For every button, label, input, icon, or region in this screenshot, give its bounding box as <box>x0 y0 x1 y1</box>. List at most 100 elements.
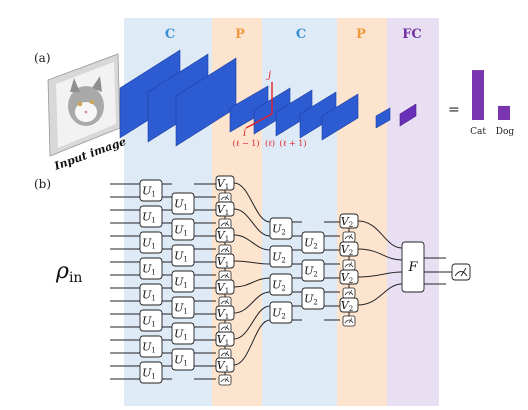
measure-icon-needle <box>220 194 230 201</box>
input-image <box>47 53 121 157</box>
v1-gate-box <box>215 279 235 295</box>
pool-label-1: P <box>235 27 245 42</box>
v2-gate: V2 <box>339 297 359 313</box>
measure-icon <box>218 218 232 230</box>
layer-index-cur: (ℓ) <box>265 139 275 148</box>
measure-icon-needle <box>220 350 230 357</box>
final-measure-needle <box>454 267 468 277</box>
pool-band-2 <box>337 18 387 406</box>
u1-gate-col1-box <box>139 257 163 280</box>
measure-icon <box>342 259 356 271</box>
axis-i: i <box>243 128 246 139</box>
u2-gate-col1-box <box>269 301 293 324</box>
u1-gate-col1-box <box>139 205 163 228</box>
measure-icon-box <box>218 348 232 360</box>
panel-label-a: (a) <box>34 51 51 65</box>
u1-gate-col2-box <box>171 296 195 319</box>
u1-gate-col1: U1 <box>139 361 163 384</box>
measure-icon <box>218 322 232 334</box>
measure-icon-box <box>218 322 232 334</box>
routing-wire <box>357 271 403 278</box>
v1-gate: V1 <box>215 279 235 295</box>
fc-gate-f-box <box>401 241 425 293</box>
axis-j: j <box>266 70 271 81</box>
u1-gate-col1-box <box>139 231 163 254</box>
measure-icon-box <box>342 315 356 327</box>
measure-icon-needle <box>220 324 230 331</box>
routing-wire <box>357 283 403 306</box>
measure-icon-needle <box>220 298 230 305</box>
u1-gate-col2-box <box>171 270 195 293</box>
routing-wire <box>357 220 403 249</box>
measure-icon-needle <box>344 233 354 240</box>
routing-wire <box>357 248 403 261</box>
v1-gate-box <box>215 253 235 269</box>
u2-gate-col2: U2 <box>301 259 325 282</box>
u2-gate-col1: U2 <box>269 245 293 268</box>
circuit-gates: U1U1U1U1U1U1U1U1U1U1U1U1U1U1U1V1V1V1V1V1… <box>139 175 471 386</box>
measure-icon <box>218 374 232 386</box>
u1-gate-col1-box <box>139 361 163 384</box>
u2-gate-col2-box <box>301 231 325 254</box>
pool-label-2: P <box>356 27 366 42</box>
v1-gate: V1 <box>215 305 235 321</box>
routing-wire <box>233 234 271 251</box>
rho-subscript: in <box>69 270 83 286</box>
u2-gate-col2: U2 <box>301 287 325 310</box>
measure-icon-needle <box>220 220 230 227</box>
u1-gate-col2-box <box>171 322 195 345</box>
v1-gate: V1 <box>215 227 235 243</box>
u1-gate-col2: U1 <box>171 296 195 319</box>
measure-icon <box>218 270 232 282</box>
fc-gate-f: F <box>401 241 425 293</box>
u1-gate-col1: U1 <box>139 205 163 228</box>
u1-gate-col2: U1 <box>171 192 195 215</box>
u1-gate-col1: U1 <box>139 179 163 202</box>
conv-band-2 <box>262 18 337 406</box>
u2-gate-col2: U2 <box>301 231 325 254</box>
measure-icon-needle <box>220 272 230 279</box>
v1-gate: V1 <box>215 201 235 217</box>
u1-gate-col2: U1 <box>171 218 195 241</box>
u2-gate-col2-box <box>301 259 325 282</box>
u1-gate-col2: U1 <box>171 348 195 371</box>
v2-gate: V2 <box>339 213 359 229</box>
v1-gate-box <box>215 331 235 347</box>
u1-gate-col2-box <box>171 244 195 267</box>
u2-gate-col1-box <box>269 217 293 240</box>
fc-band <box>387 18 439 406</box>
panel-label-b: (b) <box>34 177 51 191</box>
u2-gate-col1-box <box>269 245 293 268</box>
v2-gate: V2 <box>339 269 359 285</box>
v1-gate: V1 <box>215 175 235 191</box>
u2-gate-col1: U2 <box>269 273 293 296</box>
measure-icon-box <box>342 231 356 243</box>
conv-label-1: C <box>165 27 175 42</box>
final-measure-box <box>451 263 471 281</box>
output-bar-cat <box>472 70 484 120</box>
circuit-wires <box>110 182 452 380</box>
u1-gate-col1-box <box>139 309 163 332</box>
routing-wire <box>233 277 271 288</box>
v1-gate-box <box>215 305 235 321</box>
layer-index-prev: (ℓ − 1) <box>233 139 260 148</box>
u1-gate-col1: U1 <box>139 231 163 254</box>
measure-icon-needle <box>344 289 354 296</box>
u1-gate-col2: U1 <box>171 322 195 345</box>
u1-gate-col1: U1 <box>139 257 163 280</box>
u2-gate-col2-box <box>301 287 325 310</box>
routing-wire <box>233 305 271 340</box>
v1-gate-box <box>215 201 235 217</box>
routing-wire <box>233 208 271 237</box>
u1-gate-col1-box <box>139 335 163 358</box>
fc-label: FC <box>402 27 422 42</box>
u1-gate-col2: U1 <box>171 270 195 293</box>
measure-icon-needle <box>344 317 354 324</box>
measure-icon-box <box>218 218 232 230</box>
measure-icon-needle <box>344 261 354 268</box>
index-axes <box>245 82 273 129</box>
measure-icon <box>342 231 356 243</box>
fc-gate-f-label: F <box>407 260 418 275</box>
measure-icon <box>342 315 356 327</box>
